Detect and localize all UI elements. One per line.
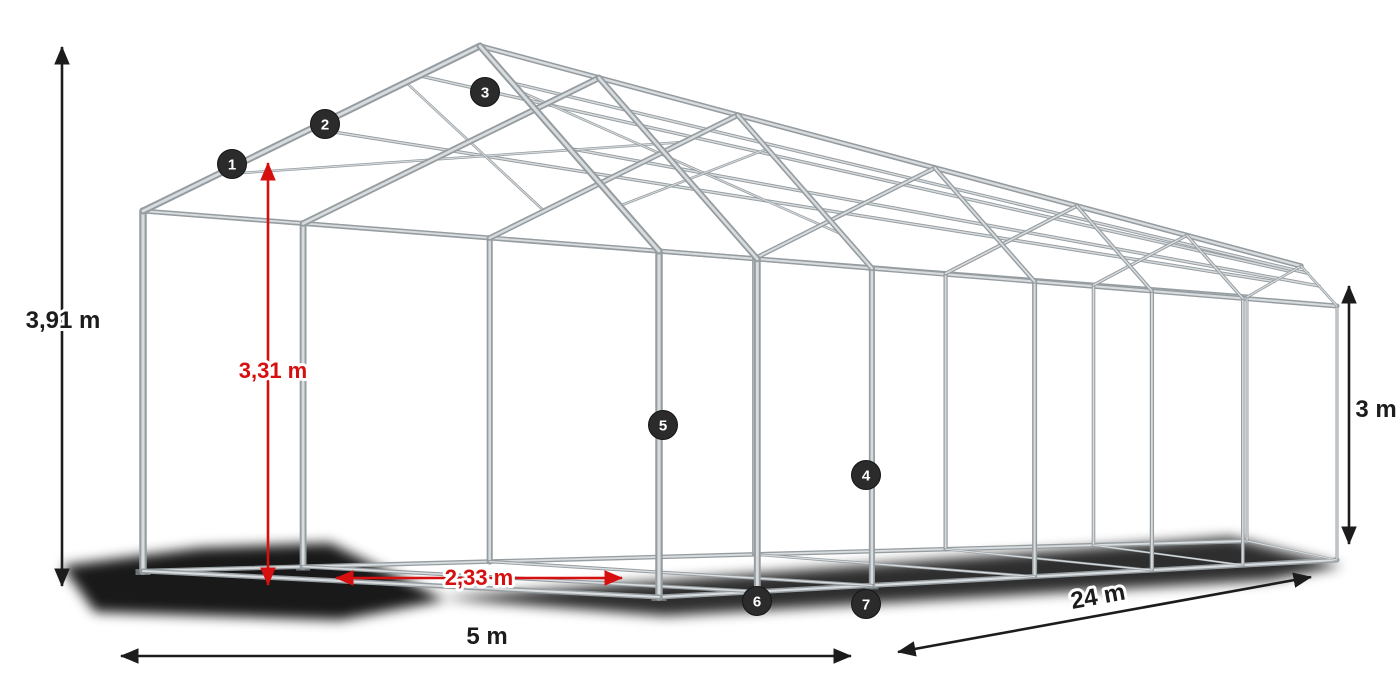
badge-number: 1 <box>228 156 236 173</box>
dimension-bay-width: 2,33 m <box>335 562 623 593</box>
part-badges: 1 2 3 4 5 6 7 <box>217 77 881 619</box>
side-height-label: 3 m <box>1355 396 1396 423</box>
badge-circle <box>470 77 500 107</box>
badge-number: 7 <box>862 596 870 613</box>
part-badge-6: 6 <box>742 586 772 616</box>
badge-circle <box>742 586 772 616</box>
badge-number: 5 <box>659 417 667 434</box>
badge-circle <box>217 149 247 179</box>
part-badge-2: 2 <box>310 109 340 139</box>
dimension-side-height: 3 m <box>1341 285 1400 545</box>
shadow-front <box>62 543 445 620</box>
total-height-label: 3,91 m <box>26 307 101 334</box>
part-badge-3: 3 <box>470 77 500 107</box>
part-badge-4: 4 <box>851 460 881 490</box>
part-badge-1: 1 <box>217 149 247 179</box>
dimension-front-width: 5 m <box>120 620 852 664</box>
dimension-total-height: 3,91 m <box>23 46 103 587</box>
part-badge-7: 7 <box>851 589 881 619</box>
badge-circle <box>851 460 881 490</box>
badge-number: 6 <box>753 593 761 610</box>
badge-circle <box>310 109 340 139</box>
badge-number: 2 <box>321 116 329 133</box>
clear-height-label: 3,31 m <box>239 358 308 383</box>
dimension-clear-height: 3,31 m <box>236 162 310 586</box>
badge-circle <box>851 589 881 619</box>
badge-circle <box>648 410 678 440</box>
bay-width-label: 2,33 m <box>445 565 514 590</box>
part-badge-5: 5 <box>648 410 678 440</box>
length-arrow <box>897 572 1312 657</box>
front-width-label: 5 m <box>466 623 507 650</box>
badge-number: 4 <box>862 467 871 484</box>
badge-number: 3 <box>481 84 489 101</box>
